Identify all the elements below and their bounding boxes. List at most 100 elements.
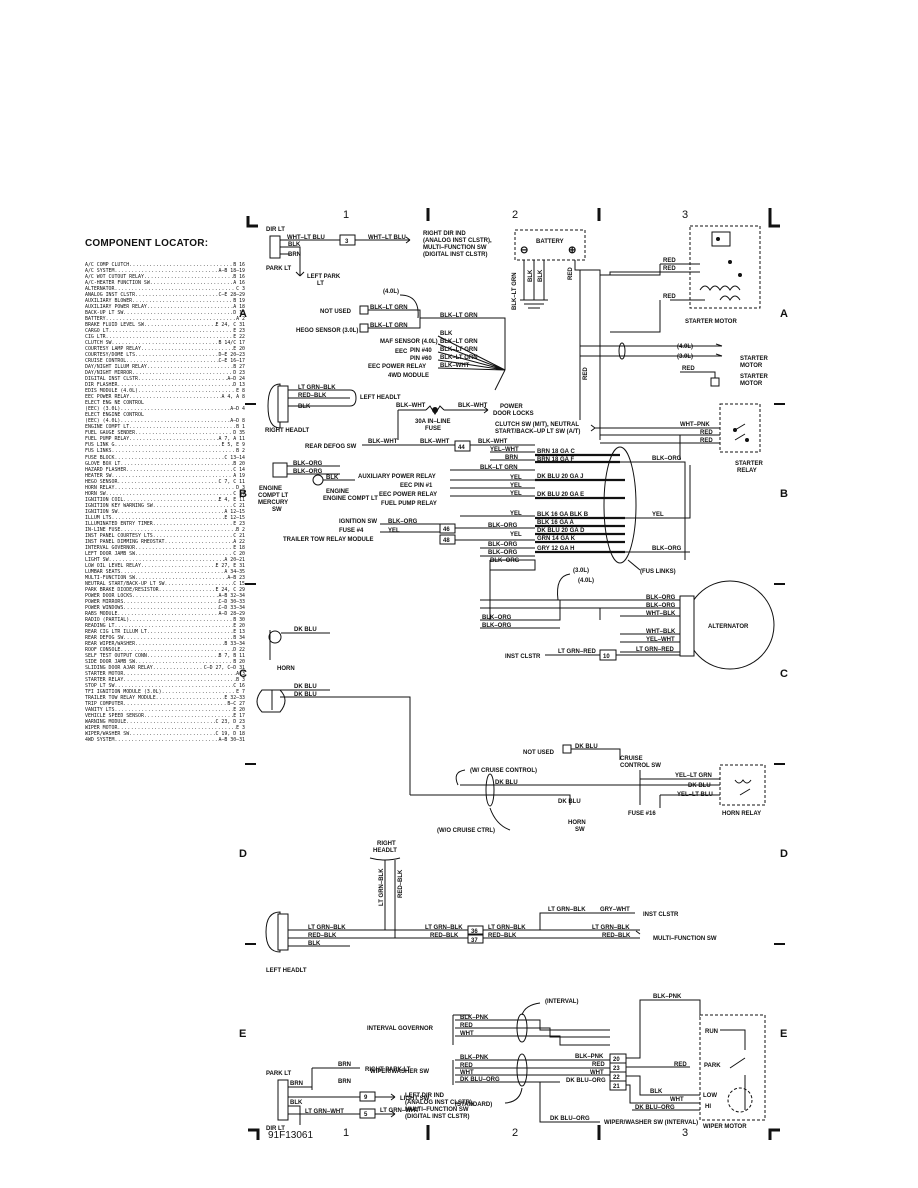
wire-label: YEL xyxy=(388,528,400,534)
wire-label: RED–BLK xyxy=(430,933,459,939)
locator-item-name: NEUTRAL START/BACK-UP LT SW xyxy=(85,580,165,587)
locator-item-name: FUSE BLOCK xyxy=(85,454,115,461)
locator-leader-dots: ........................................… xyxy=(135,544,234,551)
wire-label: REAR DEFOG SW xyxy=(305,444,357,450)
wire-label: DK BLU 20 GA D xyxy=(537,528,585,534)
wire-label: YEL–WHT xyxy=(490,447,519,453)
locator-item-ref: C 14 xyxy=(233,466,245,473)
locator-item-name: ELECT ENG NE CONTROL xyxy=(85,400,144,407)
locator-item: POWER MIRRORS ..........................… xyxy=(85,599,245,605)
locator-item-name: ALTERNATOR xyxy=(85,286,115,293)
wire-label: RED xyxy=(663,294,676,300)
locator-item-name: ILLUM LTS xyxy=(85,514,112,521)
wire-label: WHT–PNK xyxy=(680,422,710,428)
locator-item-ref: A 4, A 8 xyxy=(221,394,245,401)
wire-label: STARTER xyxy=(740,356,769,362)
locator-leader-dots: ........................................… xyxy=(108,556,225,563)
wire-label: (4.0L) xyxy=(578,578,594,584)
grid-row-c: C xyxy=(239,668,247,680)
wire-label: MULTI–FUNCTION SW xyxy=(405,1107,469,1113)
locator-item: POWER DOOR LOCKS .......................… xyxy=(85,593,245,599)
locator-list: A/C COMP CLUTCH ........................… xyxy=(85,262,245,743)
inline-fuse: BLK–WHT BLK–WHT 30A IN–LINE FUSE POWER D… xyxy=(396,403,534,440)
wire-label: BRN 18 GA C xyxy=(537,449,575,455)
locator-item-ref: B 16 xyxy=(233,262,245,268)
locator-leader-dots: ........................................… xyxy=(123,310,234,317)
wire-label: RED–BLK xyxy=(398,869,404,898)
locator-item-ref: A–B 18–19 xyxy=(218,268,246,275)
wire-label: DK BLU xyxy=(688,783,711,789)
locator-item-ref: C 3 xyxy=(236,286,245,293)
locator-item: EDIS MODULE (4.0L) .....................… xyxy=(85,388,245,394)
wire-label: SW xyxy=(272,507,282,513)
wire-label: BLK–LT GRN xyxy=(480,465,518,471)
wire-label: BLK–ORG xyxy=(646,595,676,601)
wire-label: MAF SENSOR (4.0L) xyxy=(380,339,438,345)
locator-leader-dots: ........................................… xyxy=(135,550,234,557)
grid-labels: 1 2 3 1 2 3 A B C D E A B C D E 91F13061 xyxy=(239,209,788,1141)
locator-item-name: HORN SW xyxy=(85,490,106,497)
wire-label: HORN xyxy=(277,666,295,672)
locator-item: INST PANEL DIMMING RHEOSTAT ............… xyxy=(85,539,245,545)
wire-label: LOW xyxy=(703,1093,717,1099)
wire-label: DK BLU–ORG xyxy=(460,1077,500,1083)
horn: DK BLU HORN DK BLU DK BLU xyxy=(256,627,515,796)
locator-item-name: LUMBAR SEATS xyxy=(85,568,121,575)
wire-label: RUN xyxy=(705,1029,718,1035)
locator-leader-dots: ........................................… xyxy=(132,592,219,599)
wire-label: ⊖ xyxy=(520,245,528,256)
right-headlight: LT GRN–BLK RED–BLK BLK LEFT HEADLT RIGHT… xyxy=(265,383,401,434)
left-dir-park-lamp: BRN RIGHT PARK LT PARK LT BRN BRN 9 LIGH… xyxy=(266,1062,474,1132)
locator-item-name: IGNITION KEY WARNING SW xyxy=(85,502,153,509)
locator-item: REAR WIPER/WASHER ......................… xyxy=(85,641,245,647)
wire-label: POWER xyxy=(500,404,523,410)
locator-item-ref: C 19, D 18 xyxy=(215,731,245,738)
wire-label: CRUISE xyxy=(620,756,643,762)
park-lt-label: PARK LT xyxy=(266,266,291,272)
locator-item-name: TFI IGNITION MODULE (3.0L) xyxy=(85,689,162,696)
locator-title: COMPONENT LOCATOR: xyxy=(85,238,209,249)
locator-item-ref: A–D 24 xyxy=(227,376,245,383)
wire-label: BLK–ORG xyxy=(652,456,682,462)
wire-label: BLK xyxy=(288,242,301,248)
locator-item-ref: C 13–14 xyxy=(224,454,245,461)
wire-label: DOOR LOCKS xyxy=(493,411,534,417)
locator-item-name: ROOF CONSOLE xyxy=(85,647,121,653)
locator-item: SELF TEST OUTPUT CONN ..................… xyxy=(85,653,245,659)
wire-label: BLK–LT GRN xyxy=(370,305,408,311)
wire-label: (4.0L) xyxy=(677,344,693,350)
wire-label: BLK–LT GRN xyxy=(370,323,408,329)
wire-label: INST CLSTR xyxy=(643,912,679,918)
wire-label: LT GRN–BLK xyxy=(308,925,346,931)
wire-label: SW xyxy=(575,827,585,833)
locator-item: FUS LINK G .............................… xyxy=(85,442,245,448)
wire-label: HEGO SENSOR (3.0L) xyxy=(296,328,358,334)
locator-item-ref: D 3 xyxy=(236,484,245,491)
wire-label: RED xyxy=(583,367,589,380)
locator-item-name: LIGHT SW xyxy=(85,556,109,563)
component-locator: COMPONENT LOCATOR: A/C COMP CLUTCH .....… xyxy=(85,238,245,743)
wire-label: GRN 14 GA K xyxy=(537,536,576,542)
locator-item-name: COURTESY LAMP RELAY xyxy=(85,346,141,353)
wire-label: RED xyxy=(674,1062,687,1068)
locator-item-name: MULTI-FUNCTION SW xyxy=(85,574,136,581)
locator-item: BACK-UP LT SW ..........................… xyxy=(85,310,245,316)
locator-item-name: CIG LTR xyxy=(85,334,106,341)
wire-label: (3.0L) xyxy=(573,568,589,574)
locator-item-name: CLUTCH SW xyxy=(85,340,112,347)
locator-item-name: REAR WIPER/WASHER xyxy=(85,640,136,647)
wire-label: BLK 16 GA BLK B xyxy=(537,512,589,518)
locator-item-ref: E 22 xyxy=(233,334,245,341)
wire-label: DK BLU xyxy=(558,799,581,805)
locator-item-ref: A–D 8 xyxy=(230,418,245,425)
locator-item-name: ANALOG INST CLSTR xyxy=(85,292,136,299)
grid-col-3: 3 xyxy=(682,209,688,221)
locator-item: BRAKE FLUID LEVEL SW ...................… xyxy=(85,322,245,328)
locator-item: FUSE BLOCK .............................… xyxy=(85,455,245,461)
wire-label: BLK–ORG xyxy=(388,519,418,525)
wire-label: RED xyxy=(663,266,676,272)
locator-item-name: SLIDING DOOR AJAR RELAY xyxy=(85,665,153,672)
locator-item-ref: E 13 xyxy=(233,628,245,635)
wire-label: DK BLU–ORG xyxy=(550,1116,590,1122)
